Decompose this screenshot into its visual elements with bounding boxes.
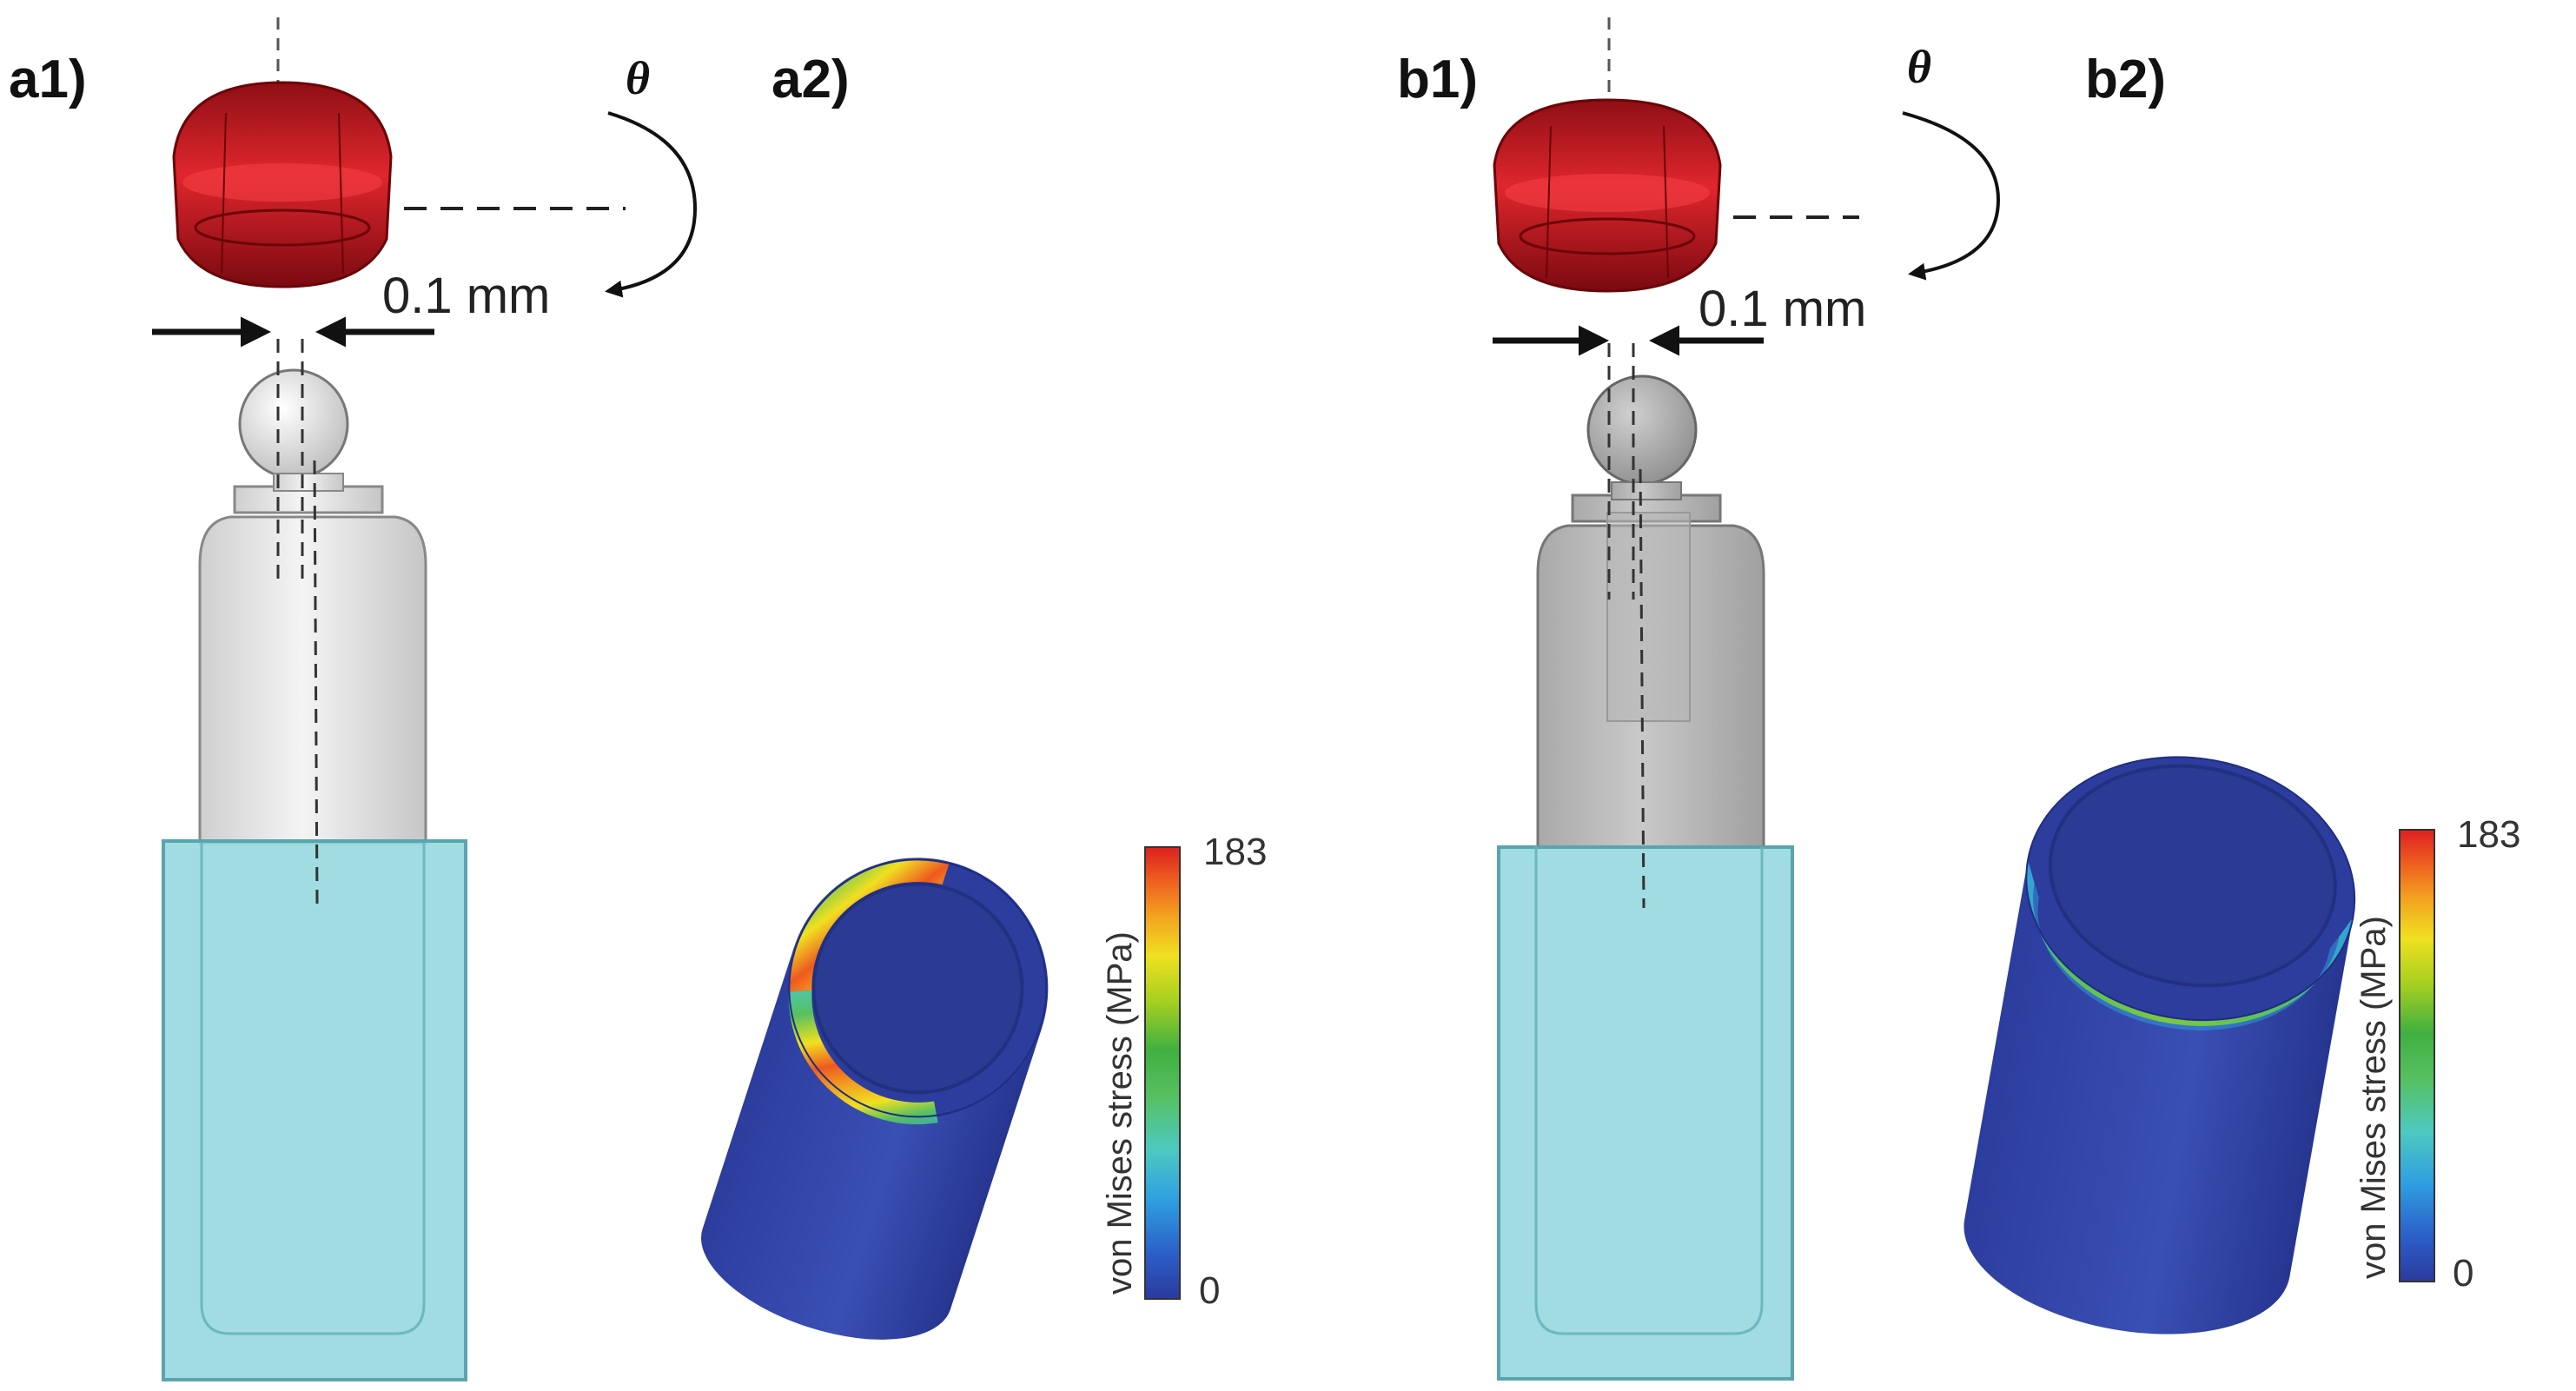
theta-symbol-b1: θ <box>1907 41 1931 93</box>
crown-cap-b1 <box>1493 98 1722 293</box>
implant-socket <box>162 839 467 1381</box>
colorbar-a2 <box>1144 846 1181 1300</box>
offset-label-b1: 0.1 mm <box>1699 281 1866 337</box>
panel-label-a2: a2) <box>771 50 850 109</box>
colorbar-b2 <box>2399 829 2435 1282</box>
implant-socket-b1 <box>1497 845 1794 1381</box>
colorbar-title-b2: von Mises stress (MPa) <box>2354 916 2393 1279</box>
colorbar-max-a2: 183 <box>1203 831 1267 873</box>
abutment-axis <box>313 460 319 904</box>
ball-attachment-b1 <box>1586 374 1698 486</box>
colorbar-min-b2: 0 <box>2453 1252 2473 1295</box>
panel-b2: b2) 183 0 von Mises stress (MPa) <box>1963 50 2520 1335</box>
crown-cap <box>172 81 393 288</box>
stress-cylinder-a2 <box>701 858 1049 1340</box>
colorbar-min-a2: 0 <box>1199 1269 1220 1312</box>
theta-symbol-a1: θ <box>626 52 650 104</box>
panel-a2: a2) 183 0 von Mises stress (MPa) <box>701 50 1267 1340</box>
panel-label-b1: b1) <box>1397 50 1478 109</box>
abutment-axis-b1 <box>1639 468 1646 909</box>
internal-screw-b1 <box>1606 512 1691 722</box>
rotation-arrow <box>605 111 698 298</box>
panel-label-a1: a1) <box>9 50 87 109</box>
colorbar-title-a2: von Mises stress (MPa) <box>1101 931 1139 1295</box>
panel-label-b2: b2) <box>2085 50 2166 109</box>
colorbar-max-b2: 183 <box>2457 813 2520 856</box>
offset-label-a1: 0.1 mm <box>382 268 550 324</box>
panel-a1: a1) θ 0.1 mm <box>9 17 698 1381</box>
panel-b1: b1) θ 0.1 mm <box>1397 17 2001 1381</box>
ball-attachment <box>238 368 349 480</box>
abutment-body <box>198 515 427 845</box>
rotation-arrow-b1 <box>1902 111 2001 281</box>
stress-cylinder-b2 <box>1963 756 2356 1335</box>
